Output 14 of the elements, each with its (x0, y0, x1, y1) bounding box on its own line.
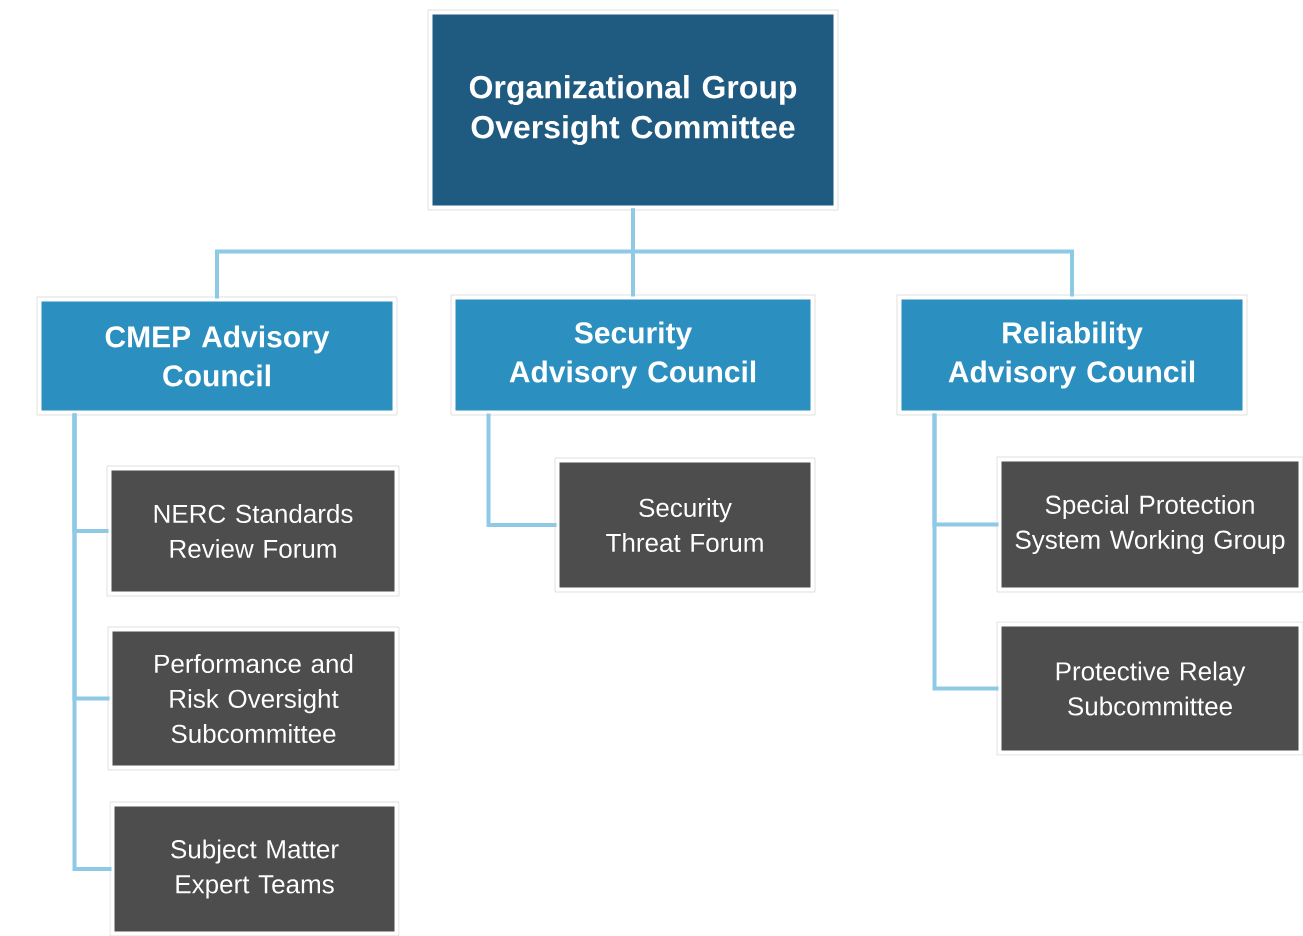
group-box: NERC Standards Review Forum (108, 467, 398, 595)
group-box: Special Protection System Working Group (998, 458, 1302, 591)
council-box: Reliability Advisory Council (898, 296, 1246, 414)
council-box: Security Advisory Council (452, 296, 814, 414)
council-box: CMEP Advisory Council (38, 298, 396, 414)
connector-line (72, 413, 112, 871)
group-box: Protective Relay Subcommittee (998, 623, 1302, 754)
committee-box: Organizational Group Oversight Committee (429, 11, 837, 209)
group-box: Security Threat Forum (556, 459, 814, 591)
connector-line (631, 208, 1074, 297)
group-box: Performance and Risk Oversight Subcommittee (109, 628, 398, 769)
connector-line (932, 413, 999, 691)
connector-line (486, 413, 557, 527)
group-box: Subject Matter Expert Teams (111, 803, 398, 935)
